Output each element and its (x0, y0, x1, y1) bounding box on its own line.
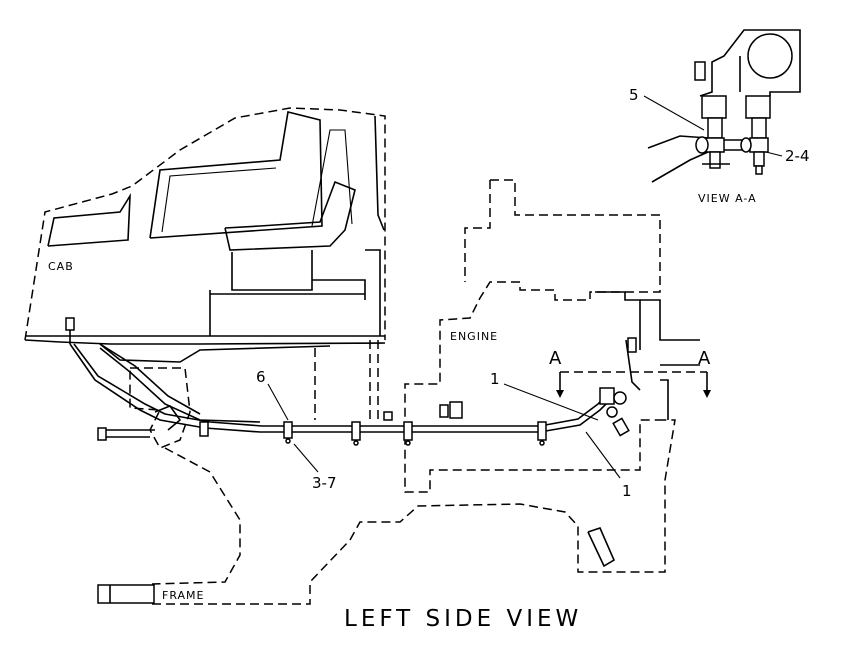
callout-5: 5 (629, 86, 639, 104)
callout-leaders (267, 383, 621, 479)
frame-label: FRAME (162, 589, 205, 602)
engine-outline (383, 179, 700, 493)
section-marker-right: A (698, 348, 711, 369)
cab-label: CAB (48, 260, 74, 273)
drawing-title: LEFT SIDE VIEW (344, 606, 582, 632)
view-a-a-detail (643, 29, 801, 183)
frame-outline (97, 367, 676, 605)
section-cut-line (556, 371, 711, 398)
engine-label: ENGINE (450, 330, 498, 343)
callout-3-7: 3-7 (312, 474, 337, 492)
callout-1-upper: 1 (490, 370, 500, 388)
view-a-a-caption: VIEW A-A (698, 192, 757, 205)
section-marker-left: A (549, 348, 562, 369)
cab-outline (24, 107, 386, 420)
callout-6: 6 (256, 368, 266, 386)
callout-1-lower: 1 (622, 482, 632, 500)
callout-2-4: 2-4 (785, 147, 810, 165)
